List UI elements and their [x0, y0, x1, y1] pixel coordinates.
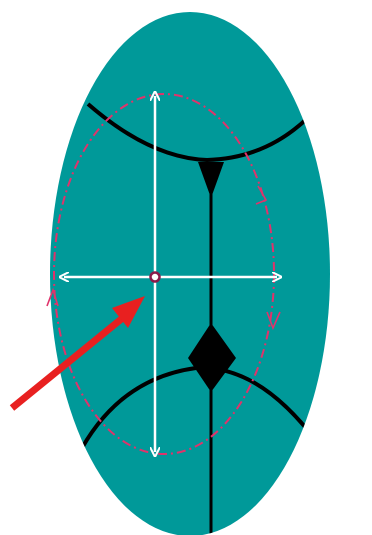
- center-marker-icon: [151, 273, 160, 282]
- outer-body: [50, 12, 330, 535]
